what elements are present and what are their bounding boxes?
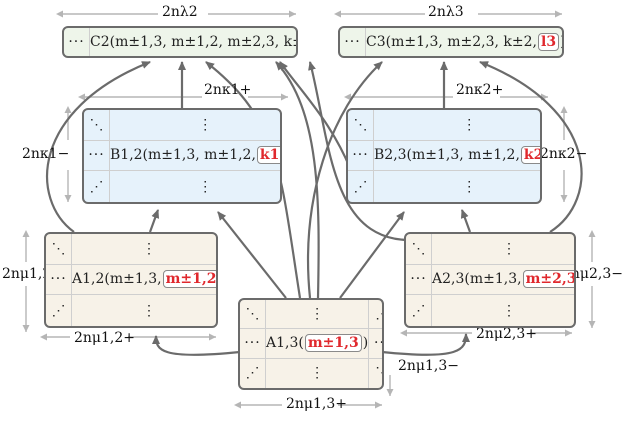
arrow-a13-to-c3	[307, 61, 383, 299]
c3-expression: C3(m±1,3, m±2,3, k±2,l3)	[366, 28, 562, 56]
a13-cell-ml: ···	[240, 329, 266, 359]
arrow-a12-to-b12	[148, 209, 160, 233]
b23-expression: B2,3(m±1,3, m±1,2,k2±)	[374, 141, 540, 172]
b23-cell-tm: ⋮	[374, 110, 540, 141]
dimension-arrows	[22, 10, 596, 409]
c2-prefix: C2(m±1,3, m±1,2, m±2,3, k±,	[90, 34, 298, 50]
b12-cell-tm: ⋮	[110, 110, 280, 141]
a13-cell-bm: ⋮	[266, 358, 370, 388]
c3-left-dots: ···	[340, 28, 366, 56]
label-lambda2: 2nλ2	[162, 4, 198, 20]
a23-cell-bm: ⋮	[432, 295, 574, 326]
box-a12: ⋱ ⋮ ⋰ ··· A1,2(m±1,3,m±1,2) ··· ⋰ ⋮ ⋱	[44, 232, 218, 328]
a23-highlight: m±2,3	[522, 270, 574, 289]
label-mu13-plus: 2nμ1,3+	[286, 396, 348, 412]
b23-cell-ml: ···	[348, 140, 374, 172]
arrow-a13-to-a12	[152, 335, 241, 356]
arrow-b23-to-c2	[279, 61, 352, 169]
a23-cell-ml: ···	[406, 264, 432, 296]
a13-cell-bl: ⋰	[240, 358, 266, 388]
box-a13: ⋱ ⋮ ⋰ ··· A1,3(m±1,3) ··· ⋰ ⋮ ⋱	[238, 298, 384, 390]
b23-highlight: k2±	[520, 146, 540, 165]
a23-cell-tl: ⋱	[406, 234, 432, 265]
b12-expression: B1,2(m±1,3, m±1,2,k1±)	[110, 141, 280, 172]
a23-cell-bl: ⋰	[406, 295, 432, 326]
label-mu23-minus: 2nμ2,3−	[562, 266, 622, 282]
a13-cell-tl: ⋱	[240, 300, 266, 330]
a12-cell-tl: ⋱	[46, 234, 72, 265]
c2-left-dots: ···	[64, 28, 90, 56]
a13-suffix: )	[362, 335, 369, 352]
a13-prefix: A1,3(	[266, 335, 304, 352]
a13-cell-tr: ⋰	[369, 300, 382, 330]
label-mu12-plus: 2nμ1,2+	[74, 330, 136, 346]
arrow-a23-to-b23	[460, 209, 472, 233]
box-c3: ··· C3(m±1,3, m±2,3, k±2,l3) ···	[338, 26, 564, 58]
a13-highlight: m±1,3	[304, 334, 362, 353]
a13-cell-tm: ⋮	[266, 300, 370, 330]
b23-cell-tl: ⋱	[348, 110, 374, 141]
a13-cell-mr: ···	[369, 329, 382, 359]
a13-cell-br: ⋱	[369, 359, 382, 388]
label-kappa2-minus: 2nκ2−	[540, 146, 588, 162]
label-lambda3: 2nλ3	[428, 4, 464, 20]
label-kappa1-minus: 2nκ1−	[22, 146, 70, 162]
box-a23: ⋱ ⋮ ⋰ ··· A2,3(m±1,3,m±2,3) ··· ⋰ ⋮ ⋱	[404, 232, 576, 328]
a12-prefix: A1,2(m±1,3,	[72, 271, 162, 288]
a13-expression: A1,3(m±1,3)	[266, 329, 370, 359]
box-b23: ⋱ ⋮ ⋰ ··· B2,3(m±1,3, m±1,2,k2±) ··· ⋰ ⋮…	[346, 108, 542, 204]
b12-cell-ml: ···	[84, 140, 110, 172]
b23-cell-bl: ⋰	[348, 171, 374, 202]
a23-prefix: A2,3(m±1,3,	[432, 271, 522, 288]
b12-highlight: k1±	[256, 146, 280, 165]
arrow-a13-to-b23	[339, 211, 405, 299]
b12-cell-tl: ⋱	[84, 110, 110, 141]
box-b12: ⋱ ⋮ ⋰ ··· B1,2(m±1,3, m±1,2,k1±) ··· ⋰ ⋮…	[82, 108, 282, 204]
a12-cell-ml: ···	[46, 264, 72, 296]
arrow-a13-to-a23	[381, 333, 470, 356]
box-c2: ··· C2(m±1,3, m±1,2, m±2,3, k±,l2) ···	[62, 26, 298, 58]
c3-suffix: )	[560, 34, 562, 50]
arrow-a23-to-c2	[308, 61, 411, 242]
arrow-a12-to-c2	[46, 60, 151, 233]
arrow-a13-to-c2	[275, 61, 320, 299]
c2-expression: C2(m±1,3, m±1,2, m±2,3, k±,l2)	[90, 28, 298, 56]
b12-prefix: B1,2(m±1,3, m±1,2,	[110, 147, 256, 164]
a23-cell-tm: ⋮	[432, 234, 574, 265]
b12-cell-bm: ⋮	[110, 171, 280, 202]
c3-prefix: C3(m±1,3, m±2,3, k±2,	[366, 34, 537, 50]
arrow-a13-to-b12	[217, 211, 287, 299]
a12-expression: A1,2(m±1,3,m±1,2)	[72, 265, 216, 296]
a12-highlight: m±1,2	[162, 270, 216, 289]
a23-expression: A2,3(m±1,3,m±2,3)	[432, 265, 574, 296]
label-kappa2-plus: 2nκ2+	[456, 82, 504, 98]
label-mu23-plus: 2nμ2,3+	[476, 326, 538, 342]
arrow-a23-to-c3	[479, 60, 583, 233]
a12-cell-bl: ⋰	[46, 295, 72, 326]
c3-highlight: l3	[538, 33, 560, 51]
a12-cell-bm: ⋮	[72, 295, 216, 326]
b23-prefix: B2,3(m±1,3, m±1,2,	[374, 147, 520, 164]
label-kappa1-plus: 2nκ1+	[204, 82, 252, 98]
label-mu13-minus: 2nμ1,3−	[398, 358, 460, 374]
a12-cell-tm: ⋮	[72, 234, 216, 265]
b12-cell-bl: ⋰	[84, 171, 110, 202]
b23-cell-bm: ⋮	[374, 171, 540, 202]
